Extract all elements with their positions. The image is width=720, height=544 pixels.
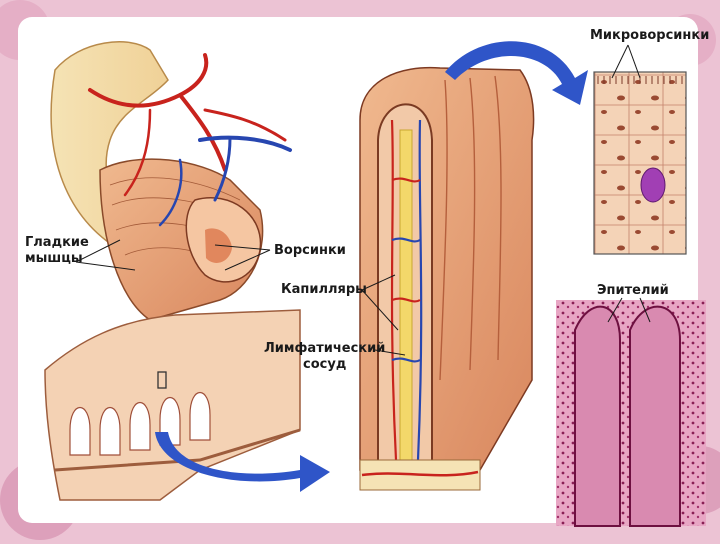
label-microvilli: Микроворсинки bbox=[590, 28, 709, 44]
label-epithelium: Эпителий bbox=[597, 283, 669, 299]
microvilli-panel bbox=[594, 72, 686, 254]
histology-panel bbox=[556, 300, 706, 526]
label-villi: Ворсинки bbox=[274, 243, 346, 259]
label-capillaries: Капилляры bbox=[281, 282, 367, 298]
label-smooth-muscle: Гладкие мышцы bbox=[25, 235, 89, 267]
label-lymph-vessel: Лимфатический сосуд bbox=[264, 341, 385, 373]
